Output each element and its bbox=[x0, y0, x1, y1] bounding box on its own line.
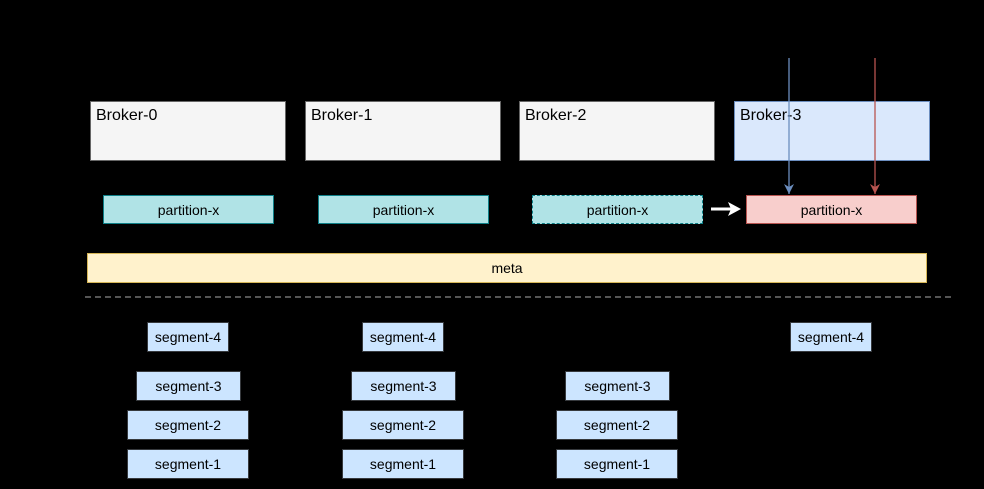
segment-box: segment-1 bbox=[556, 449, 678, 479]
partition-0: partition-x bbox=[103, 195, 274, 224]
broker-0-label: Broker-0 bbox=[96, 107, 158, 124]
partition-0-label: partition-x bbox=[157, 201, 220, 218]
segment-box: segment-2 bbox=[556, 410, 678, 440]
meta-label: meta bbox=[491, 260, 523, 276]
segment-label: segment-1 bbox=[583, 456, 651, 472]
segment-label: segment-4 bbox=[154, 329, 222, 345]
segment-box: segment-4 bbox=[147, 322, 229, 352]
broker-0-box: Broker-0 bbox=[90, 101, 286, 161]
broker-3-label: Broker-3 bbox=[740, 107, 802, 124]
partition-2-label: partition-x bbox=[586, 201, 649, 218]
segment-label: segment-1 bbox=[154, 456, 222, 472]
segment-label: segment-3 bbox=[584, 378, 651, 394]
segment-box: segment-3 bbox=[565, 371, 670, 401]
segment-label: segment-2 bbox=[154, 417, 222, 433]
segment-label: segment-4 bbox=[797, 329, 865, 345]
broker-2-box: Broker-2 bbox=[519, 101, 715, 161]
segment-label: segment-2 bbox=[583, 417, 651, 433]
segment-label: segment-1 bbox=[369, 456, 437, 472]
broker-2-label: Broker-2 bbox=[525, 107, 587, 124]
partition-1: partition-x bbox=[318, 195, 489, 224]
red-arrowhead bbox=[870, 184, 880, 194]
partition-3: partition-x bbox=[746, 195, 917, 224]
segment-box: segment-2 bbox=[127, 410, 249, 440]
partition-2: partition-x bbox=[532, 195, 703, 224]
broker-1-label: Broker-1 bbox=[311, 107, 373, 124]
segment-box: segment-4 bbox=[362, 322, 444, 352]
segment-box: segment-4 bbox=[790, 322, 872, 352]
blue-arrowhead bbox=[784, 184, 794, 194]
segment-box: segment-1 bbox=[342, 449, 464, 479]
migration-arrowhead bbox=[728, 202, 741, 216]
segment-label: segment-2 bbox=[369, 417, 437, 433]
broker-3-box: Broker-3 bbox=[734, 101, 930, 161]
partition-3-label: partition-x bbox=[800, 201, 863, 218]
segment-label: segment-4 bbox=[369, 329, 437, 345]
meta-bar: meta bbox=[87, 253, 927, 283]
segment-label: segment-3 bbox=[370, 378, 437, 394]
segment-box: segment-1 bbox=[127, 449, 249, 479]
partition-1-label: partition-x bbox=[372, 201, 435, 218]
segment-label: segment-3 bbox=[155, 378, 222, 394]
broker-1-box: Broker-1 bbox=[305, 101, 501, 161]
segment-box: segment-3 bbox=[136, 371, 241, 401]
segment-box: segment-3 bbox=[351, 371, 456, 401]
segment-box: segment-2 bbox=[342, 410, 464, 440]
